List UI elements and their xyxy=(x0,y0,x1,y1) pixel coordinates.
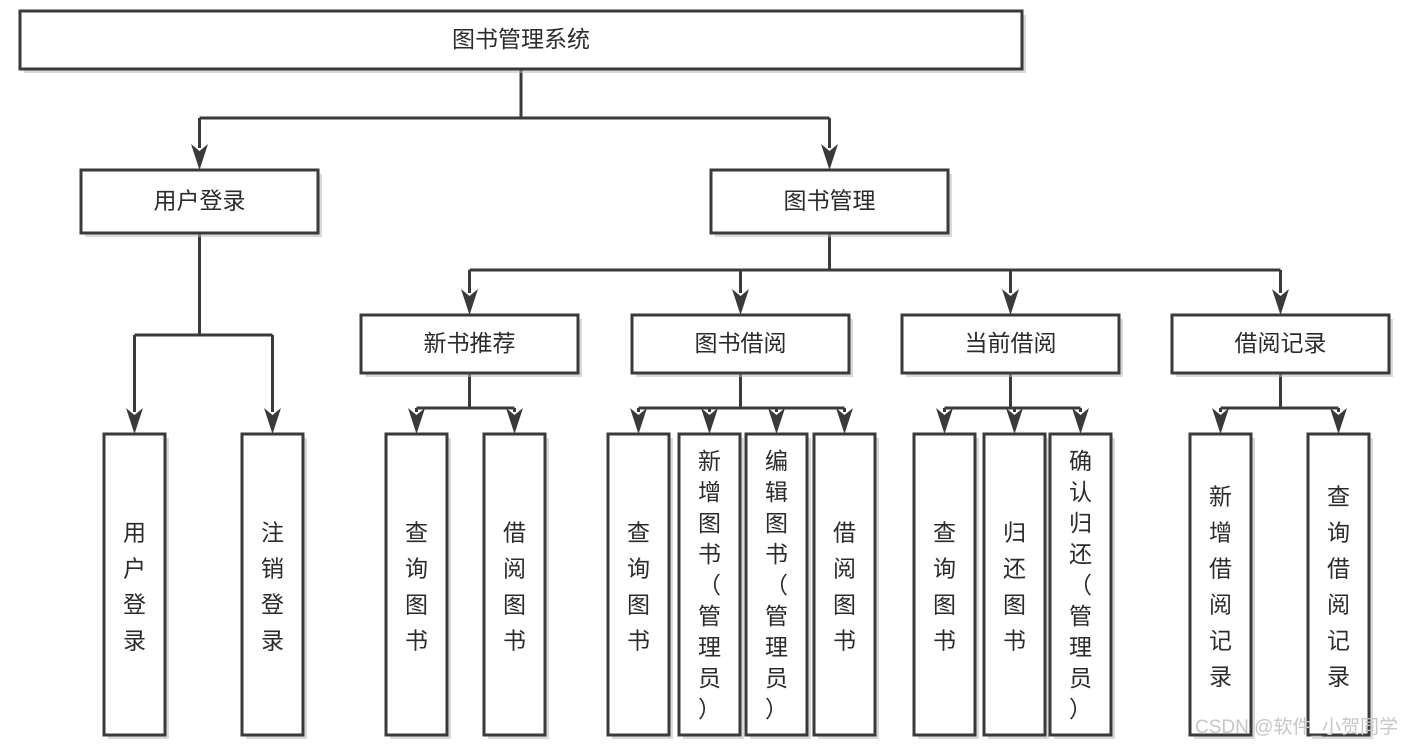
node-label-leaf-borrow-book: 借阅图书 xyxy=(833,520,856,654)
arrow-head-leaf-logout xyxy=(264,408,281,434)
node-book-borrow[interactable]: 图书借阅 xyxy=(630,313,853,377)
node-label-leaf-return-book: 归还图书 xyxy=(1003,520,1026,654)
arrow-head-leaf-query-record xyxy=(1330,408,1347,434)
node-book-manage[interactable]: 图书管理 xyxy=(709,168,952,237)
node-frame-user-login xyxy=(79,168,320,235)
node-label-book-borrow: 图书借阅 xyxy=(695,330,787,356)
arrow-head-current-borrow xyxy=(1002,289,1019,315)
node-frame-leaf-add-book xyxy=(677,432,742,737)
node-frame-leaf-return-book xyxy=(982,432,1047,737)
node-frame-leaf-borrow-book-recommend xyxy=(482,432,547,737)
arrow-head-leaf-confirm-return xyxy=(1072,408,1089,434)
node-label-leaf-query-book-recommend: 查询图书 xyxy=(405,520,428,654)
connector-layer xyxy=(126,69,1347,434)
arrow-head-leaf-query-book-recommend xyxy=(408,408,425,434)
arrow-head-leaf-borrow-book-recommend xyxy=(506,408,523,434)
node-leaf-query-book-borrow[interactable]: 查询图书 xyxy=(606,432,673,739)
arrow-head-book-manage xyxy=(821,144,838,170)
arrow-head-leaf-edit-book xyxy=(768,408,785,434)
node-label-book-manage: 图书管理 xyxy=(784,188,876,214)
arrow-head-borrow-record xyxy=(1272,289,1289,315)
node-label-leaf-query-book-borrow: 查询图书 xyxy=(627,520,650,654)
node-frame-leaf-query-book-current xyxy=(912,432,977,737)
arrow-head-leaf-return-book xyxy=(1006,408,1023,434)
node-leaf-logout[interactable]: 注销登录 xyxy=(240,432,307,739)
node-leaf-query-record[interactable]: 查询借阅记录 xyxy=(1306,432,1373,739)
arrow-head-leaf-query-book-borrow xyxy=(630,408,647,434)
node-leaf-borrow-book-recommend[interactable]: 借阅图书 xyxy=(482,432,549,739)
node-leaf-query-book-current[interactable]: 查询图书 xyxy=(912,432,979,739)
node-leaf-edit-book[interactable]: 编辑图书（管理员） xyxy=(744,432,811,739)
arrow-head-leaf-add-book xyxy=(701,408,718,434)
node-frame-leaf-confirm-return xyxy=(1048,432,1113,737)
node-leaf-return-book[interactable]: 归还图书 xyxy=(982,432,1049,739)
node-frame-leaf-query-record xyxy=(1306,432,1371,737)
node-leaf-add-record[interactable]: 新增借阅记录 xyxy=(1188,432,1255,739)
node-label-root: 图书管理系统 xyxy=(452,26,590,52)
node-label-leaf-query-book-current: 查询图书 xyxy=(933,520,956,654)
node-frame-leaf-query-book-recommend xyxy=(384,432,449,737)
node-leaf-user-login[interactable]: 用户登录 xyxy=(102,432,169,739)
node-label-leaf-user-login: 用户登录 xyxy=(123,520,146,654)
node-label-leaf-confirm-return: 确认归还（管理员） xyxy=(1069,448,1092,722)
arrow-head-leaf-user-login xyxy=(126,408,143,434)
node-frame-leaf-edit-book xyxy=(744,432,809,737)
node-borrow-record[interactable]: 借阅记录 xyxy=(1170,313,1393,377)
arrow-head-leaf-borrow-book xyxy=(836,408,853,434)
node-label-new-book-recommend: 新书推荐 xyxy=(424,330,516,356)
node-leaf-add-book[interactable]: 新增图书（管理员） xyxy=(677,432,744,739)
node-leaf-query-book-recommend[interactable]: 查询图书 xyxy=(384,432,451,739)
csdn-watermark: CSDN @软件_小贺同学 xyxy=(1195,716,1398,738)
node-label-user-login: 用户登录 xyxy=(154,188,246,214)
arrow-head-user-login xyxy=(191,144,208,170)
node-leaf-confirm-return[interactable]: 确认归还（管理员） xyxy=(1048,432,1115,739)
node-frame-leaf-logout xyxy=(240,432,305,737)
node-frame-book-manage xyxy=(709,168,950,235)
node-label-leaf-query-record: 查询借阅记录 xyxy=(1327,484,1350,690)
arrow-head-book-borrow xyxy=(732,289,749,315)
arrow-head-leaf-query-book-current xyxy=(936,408,953,434)
node-root[interactable]: 图书管理系统 xyxy=(18,9,1026,73)
arrow-head-leaf-add-record xyxy=(1212,408,1229,434)
node-frame-root xyxy=(18,9,1024,71)
node-label-leaf-add-book: 新增图书（管理员） xyxy=(698,448,721,722)
node-layer: 图书管理系统用户登录图书管理新书推荐图书借阅当前借阅借阅记录用户登录注销登录查询… xyxy=(18,9,1393,739)
node-frame-new-book-recommend xyxy=(359,313,580,375)
node-frame-current-borrow xyxy=(900,313,1121,375)
node-frame-leaf-add-record xyxy=(1188,432,1253,737)
node-label-borrow-record: 借阅记录 xyxy=(1235,330,1327,356)
node-new-book-recommend[interactable]: 新书推荐 xyxy=(359,313,582,377)
node-label-leaf-edit-book: 编辑图书（管理员） xyxy=(765,448,788,722)
arrow-head-new-book-recommend xyxy=(461,289,478,315)
node-user-login[interactable]: 用户登录 xyxy=(79,168,322,237)
node-leaf-borrow-book[interactable]: 借阅图书 xyxy=(812,432,879,739)
node-frame-leaf-user-login xyxy=(102,432,167,737)
node-current-borrow[interactable]: 当前借阅 xyxy=(900,313,1123,377)
node-label-leaf-logout: 注销登录 xyxy=(261,520,284,654)
node-frame-borrow-record xyxy=(1170,313,1391,375)
node-label-leaf-add-record: 新增借阅记录 xyxy=(1209,484,1232,690)
node-label-current-borrow: 当前借阅 xyxy=(965,330,1057,356)
node-frame-leaf-query-book-borrow xyxy=(606,432,671,737)
node-frame-leaf-borrow-book xyxy=(812,432,877,737)
node-label-leaf-borrow-book-recommend: 借阅图书 xyxy=(503,520,526,654)
node-frame-book-borrow xyxy=(630,313,851,375)
